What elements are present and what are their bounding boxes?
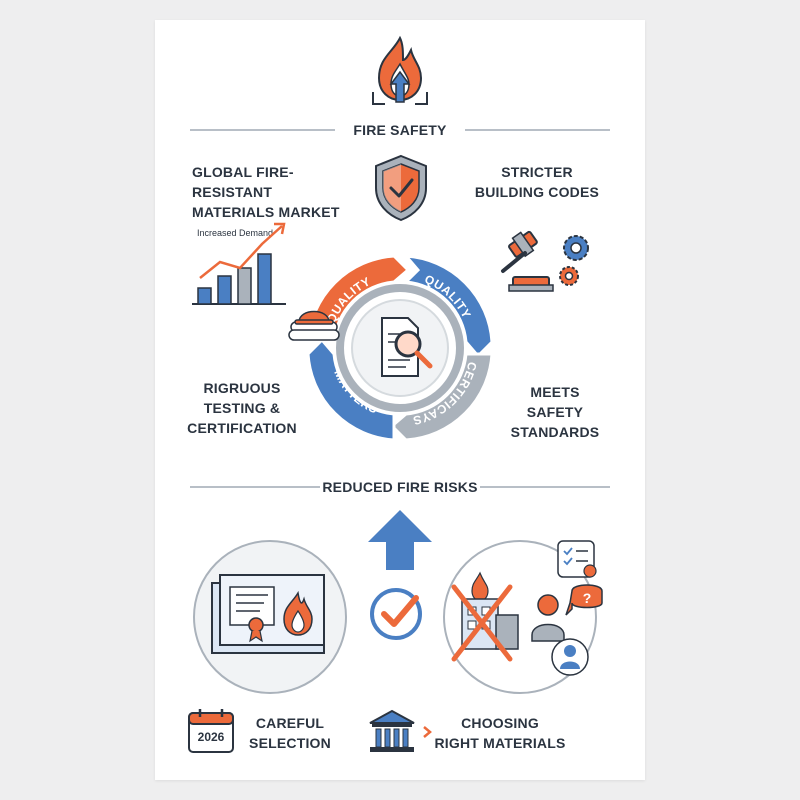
gavel-icon bbox=[501, 230, 554, 292]
calendar-icon bbox=[188, 709, 234, 753]
market-label-line2: MATERIALS MARKET bbox=[192, 204, 340, 220]
careful-selection-line2: SELECTION bbox=[249, 735, 331, 751]
standards-label-line3: STANDARDS bbox=[510, 424, 600, 440]
codes-label: STRICTER BUILDING CODES bbox=[462, 162, 612, 202]
up-arrow-icon bbox=[368, 510, 432, 570]
standards-label-line1: MEETS bbox=[530, 384, 580, 400]
fire-arrow-icon bbox=[372, 35, 428, 105]
crossed-building-icon bbox=[451, 571, 519, 662]
chart-bar-1 bbox=[197, 287, 212, 305]
codes-label-line2: BUILDING CODES bbox=[474, 184, 600, 200]
right-materials-line2: RIGHT MATERIALS bbox=[434, 735, 566, 751]
testing-label: RIGRUOUS TESTING & CERTIFICATION bbox=[182, 378, 302, 438]
market-label-line1: GLOBAL FIRE-RESISTANT bbox=[192, 164, 294, 200]
chart-bar-3 bbox=[237, 267, 252, 305]
checklist-icon bbox=[557, 540, 597, 578]
risk-people-circle: ? bbox=[443, 540, 603, 694]
chart-label: Increased Demand bbox=[197, 228, 274, 238]
right-materials-line1: CHOOSING bbox=[461, 715, 539, 731]
chart-bar-2 bbox=[217, 275, 232, 305]
document-magnifier-icon bbox=[381, 317, 433, 377]
careful-selection-label: CAREFUL SELECTION bbox=[240, 713, 340, 753]
cycle-segment-blue-left bbox=[306, 337, 396, 442]
person-icon bbox=[531, 594, 565, 642]
market-label: GLOBAL FIRE-RESISTANT MATERIALS MARKET bbox=[192, 162, 372, 222]
testing-label-line2: TESTING & bbox=[203, 400, 281, 416]
speech-bubble-icon: ? bbox=[565, 584, 603, 616]
gear-icon bbox=[559, 235, 589, 286]
reduced-risks-title: REDUCED FIRE RISKS bbox=[322, 479, 478, 495]
header-rule-left bbox=[190, 129, 335, 131]
testing-label-line3: CERTIFICATION bbox=[187, 420, 297, 436]
header-title: FIRE SAFETY bbox=[353, 122, 447, 138]
codes-label-line1: STRICTER bbox=[501, 164, 573, 180]
right-materials-label: CHOOSING RIGHT MATERIALS bbox=[430, 713, 570, 753]
quality-cycle: QUALITY QUALITY CERTIFICAYS MATTERS bbox=[306, 254, 494, 442]
chart-trend-line bbox=[199, 225, 283, 279]
user-avatar-icon bbox=[551, 638, 589, 676]
helmet-blueprint-icon bbox=[288, 310, 340, 341]
testing-label-line1: RIGRUOUS bbox=[203, 380, 281, 396]
calendar-year: 2026 bbox=[197, 730, 225, 744]
divider-rule-left bbox=[190, 486, 320, 488]
header-rule-right bbox=[465, 129, 610, 131]
divider-rule-right bbox=[480, 486, 610, 488]
certificate-icon bbox=[211, 574, 325, 654]
certificate-circle bbox=[193, 540, 347, 694]
standards-label-line2: SAFETY bbox=[526, 404, 584, 420]
checkmark-circle-icon bbox=[370, 588, 422, 640]
bar-chart-icon bbox=[192, 222, 286, 305]
chevron-right-icon bbox=[423, 726, 432, 738]
building-columns-icon bbox=[369, 709, 415, 752]
chart-bar-4 bbox=[257, 253, 272, 305]
svg-text:?: ? bbox=[583, 590, 592, 606]
cycle-segment-blue-right bbox=[402, 254, 494, 359]
careful-selection-line1: CAREFUL bbox=[255, 715, 325, 731]
shield-check-icon bbox=[375, 154, 427, 222]
standards-label: MEETS SAFETY STANDARDS bbox=[505, 382, 605, 442]
cycle-segment-gray bbox=[389, 352, 494, 442]
